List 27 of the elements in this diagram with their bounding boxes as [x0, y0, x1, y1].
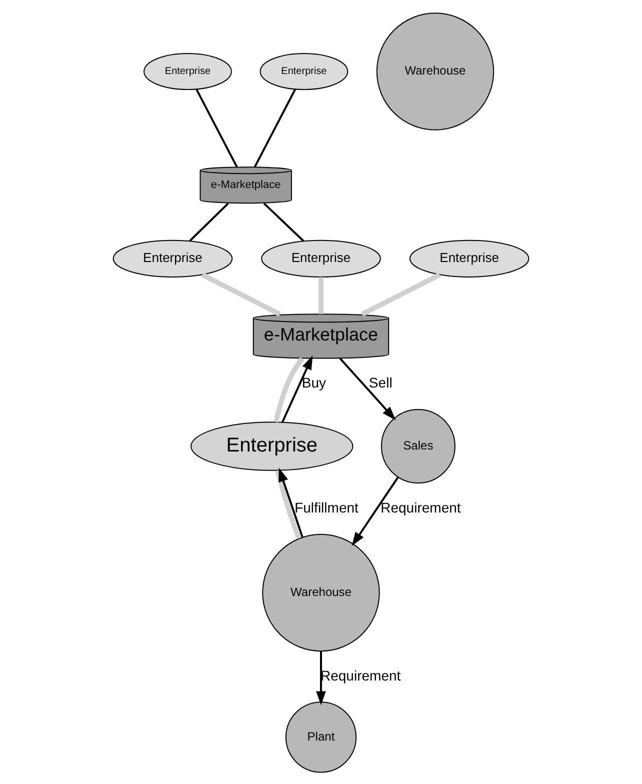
- connector: [254, 88, 296, 167]
- node-circle: Warehouse: [262, 533, 380, 652]
- node-ellipse: Enterprise: [409, 239, 530, 277]
- arrow: [352, 476, 399, 546]
- node-ellipse: Enterprise: [112, 239, 233, 277]
- node-ellipse: Enterprise: [190, 421, 354, 470]
- edge-label: Sell: [368, 374, 392, 390]
- connector: [263, 202, 304, 242]
- connector: [189, 202, 229, 242]
- edge-label: Requirement: [320, 667, 401, 684]
- connector: [274, 356, 304, 422]
- node-circle: Sales: [380, 408, 456, 483]
- connector: [196, 88, 238, 167]
- arrow: [316, 650, 326, 705]
- node-circle: Plant: [285, 701, 357, 772]
- node-ellipse: Enterprise: [144, 52, 232, 90]
- arrow: [281, 355, 313, 422]
- connector: [360, 272, 441, 316]
- arrow: [339, 357, 396, 420]
- node-ellipse: Enterprise: [260, 52, 348, 90]
- connector: [318, 276, 324, 314]
- node-circle: Warehouse: [376, 12, 494, 130]
- edge-label: Buy: [302, 374, 326, 390]
- node-ellipse: Enterprise: [261, 239, 381, 277]
- edge-label: Requirement: [380, 498, 461, 515]
- connector: [201, 272, 282, 316]
- edge-label: Fulfillment: [294, 498, 358, 515]
